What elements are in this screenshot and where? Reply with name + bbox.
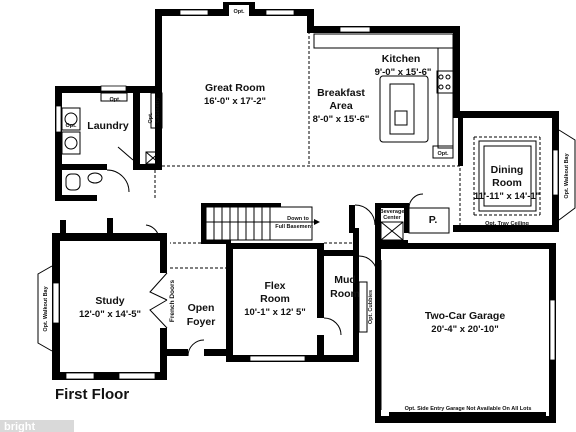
note-down-1: Down to <box>287 216 309 222</box>
note-opt-sink: Opt. <box>66 123 77 129</box>
note-beverage-2: Center <box>383 215 401 221</box>
details <box>37 33 576 410</box>
breakfast-name-1: Breakfast <box>317 87 365 99</box>
note-down-2: Full Basement <box>275 224 313 230</box>
dining-name-2: Room <box>492 177 522 189</box>
kitchen-dim: 9'-0" x 15'-6" <box>375 67 432 78</box>
note-opt-laundry: Opt. <box>110 97 121 103</box>
great-room-name: Great Room <box>205 82 265 94</box>
note-tray-ceiling: Opt. Tray Ceiling <box>485 221 529 227</box>
laundry-name: Laundry <box>87 120 129 132</box>
kitchen-name: Kitchen <box>382 53 421 65</box>
study-name: Study <box>95 295 124 307</box>
breakfast-dim: 8'-0" x 15'-6" <box>313 114 370 125</box>
mud-name-2: Room <box>330 288 360 300</box>
open-boundaries <box>154 16 541 269</box>
dining-dim: 11'-11" x 14'-1" <box>474 191 540 202</box>
note-opt-cabinetry-2: Cabinetry <box>155 96 161 122</box>
study-dim: 12'-0" x 14'-5" <box>79 309 141 320</box>
note-walkout-bay-left: Opt. Walkout Bay <box>43 285 49 331</box>
flex-name-2: Room <box>260 293 290 305</box>
note-opt-cabinetry-1: Opt. <box>148 112 154 123</box>
watermark-text: bright <box>4 421 35 432</box>
foyer-name-1: Open <box>188 302 215 314</box>
watermark: bright <box>0 420 74 432</box>
windows <box>52 9 559 380</box>
labels: Great Room 16'-0" x 17'-2" Breakfast Are… <box>43 9 570 412</box>
note-opt-cubbies: Opt. Cubbies <box>368 290 374 324</box>
mud-name-1: Mud <box>334 274 356 286</box>
floor-title: First Floor <box>55 386 129 403</box>
note-walkout-bay-right: Opt. Walkout Bay <box>564 152 570 198</box>
note-opt-fireplace: Opt. <box>438 151 449 157</box>
breakfast-name-2: Area <box>329 100 353 112</box>
flex-dim: 10'-1" x 12' 5" <box>244 307 306 318</box>
great-room-dim: 16'-0" x 17'-2" <box>204 96 266 107</box>
pantry-name: P. <box>429 214 438 226</box>
flex-name-1: Flex <box>264 280 285 292</box>
dining-name-1: Dining <box>491 164 524 176</box>
note-french-doors: French Doors <box>169 279 176 322</box>
garage-name: Two-Car Garage <box>425 310 505 322</box>
note-garage-entry: Opt. Side Entry Garage Not Available On … <box>405 406 532 412</box>
foyer-name-2: Foyer <box>187 316 216 328</box>
walls <box>52 2 559 423</box>
note-beverage-1: Beverage <box>380 209 405 215</box>
note-opt-top: Opt. <box>234 9 245 15</box>
garage-dim: 20'-4" x 20'-10" <box>431 324 498 335</box>
